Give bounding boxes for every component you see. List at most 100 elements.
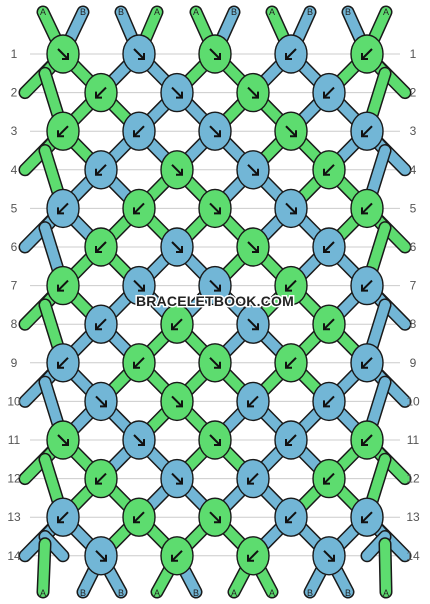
bottom-strand-label: B xyxy=(345,588,351,598)
row-label-right: 7 xyxy=(410,279,417,293)
knot xyxy=(122,497,156,537)
knot xyxy=(236,304,270,344)
knot-arrow-sw-icon xyxy=(285,511,297,523)
knot xyxy=(198,34,232,74)
knot-arrowhead-icon xyxy=(138,284,145,292)
knot xyxy=(236,150,270,190)
knot-arrow-se-icon xyxy=(133,48,145,60)
knot xyxy=(122,34,156,74)
knot xyxy=(198,188,232,229)
row-label-left: 12 xyxy=(7,472,21,486)
row-label-right: 3 xyxy=(410,124,417,138)
knot-arrow-sw-icon xyxy=(285,434,297,446)
knot xyxy=(274,188,308,229)
knot-arrowhead-icon xyxy=(361,207,368,215)
knot-arrowhead-icon xyxy=(361,516,368,524)
knot-arrowhead-icon xyxy=(57,516,64,524)
knot-arrow-sw-icon xyxy=(323,395,335,408)
knot-arrowhead-icon xyxy=(252,323,259,331)
row-label-right: 1 xyxy=(410,47,417,61)
knot-arrowhead-icon xyxy=(285,361,292,369)
knot xyxy=(236,381,270,422)
knot-arrowhead-icon xyxy=(176,246,183,253)
knot xyxy=(122,188,156,229)
knot-arrow-sw-icon xyxy=(171,550,183,562)
knot-arrow-se-icon xyxy=(95,550,107,562)
knot xyxy=(46,188,80,229)
knot xyxy=(160,536,194,576)
knot xyxy=(84,458,118,499)
knot xyxy=(122,111,156,151)
knot-arrow-sw-icon xyxy=(57,511,69,523)
knot-arrow-se-icon xyxy=(57,434,69,446)
knot-arrowhead-icon xyxy=(95,477,102,485)
bottom-strand-label: A xyxy=(40,588,46,598)
knot-arrow-se-icon xyxy=(247,241,259,253)
row-label-right: 4 xyxy=(410,163,417,177)
knot-arrow-sw-icon xyxy=(57,279,69,292)
knot-arrow-sw-icon xyxy=(323,472,335,485)
knot-arrowhead-icon xyxy=(285,284,292,292)
knot-arrowhead-icon xyxy=(252,168,259,176)
knot-arrowhead-icon xyxy=(138,439,145,446)
knot-arrowhead-icon xyxy=(62,439,69,446)
knot-arrowhead-icon xyxy=(290,130,297,138)
knot-arrow-sw-icon xyxy=(247,472,259,485)
knot-arrow-sw-icon xyxy=(171,318,183,330)
knot xyxy=(122,420,156,460)
knot-arrow-sw-icon xyxy=(285,48,297,60)
row-label-left: 10 xyxy=(7,394,21,408)
knot-arrow-se-icon xyxy=(133,434,145,446)
knot-arrowhead-icon xyxy=(57,130,64,138)
knot xyxy=(350,343,384,383)
bottom-strand-label: B xyxy=(307,588,313,598)
knot-arrow-se-icon xyxy=(95,395,107,408)
knot-arrowhead-icon xyxy=(361,284,368,292)
knot-arrowhead-icon xyxy=(133,361,140,369)
knot-arrow-sw-icon xyxy=(133,125,145,137)
knot-arrow-se-icon xyxy=(209,202,221,215)
knot xyxy=(198,111,232,151)
row-label-right: 2 xyxy=(410,86,417,100)
knot-arrowhead-icon xyxy=(176,477,183,485)
knot-arrow-sw-icon xyxy=(361,48,373,60)
knot-arrow-sw-icon xyxy=(95,472,107,485)
knot-arrow-se-icon xyxy=(209,279,221,292)
knot-arrow-sw-icon xyxy=(361,125,373,137)
knot-arrow-sw-icon xyxy=(95,241,107,253)
knot-arrowhead-icon xyxy=(323,400,330,408)
knot xyxy=(312,150,346,190)
knot-arrow-se-icon xyxy=(171,86,183,99)
bottom-strand-label: B xyxy=(80,588,86,598)
knot-arrow-se-icon xyxy=(209,511,221,523)
bottom-strand-label: A xyxy=(269,588,275,598)
knot-arrowhead-icon xyxy=(252,91,259,99)
knot xyxy=(84,381,118,422)
knot-arrowhead-icon xyxy=(214,439,221,446)
knot xyxy=(350,34,384,74)
bottom-strand-label: B xyxy=(193,588,199,598)
knot-arrow-sw-icon xyxy=(95,86,107,99)
knot-arrow-se-icon xyxy=(247,164,259,176)
knot-arrowhead-icon xyxy=(361,439,368,446)
knot xyxy=(236,536,270,576)
knot-arrowhead-icon xyxy=(171,554,178,562)
row-label-left: 13 xyxy=(7,510,21,524)
row-label-right: 13 xyxy=(406,510,420,524)
knot xyxy=(350,188,384,229)
row-label-left: 1 xyxy=(11,47,18,61)
row-label-right: 9 xyxy=(410,356,417,370)
knot-arrow-se-icon xyxy=(171,241,183,253)
knot-arrow-sw-icon xyxy=(361,511,373,523)
knot-arrowhead-icon xyxy=(57,284,64,292)
top-strand-label: B xyxy=(231,7,237,17)
knot-arrow-se-icon xyxy=(247,318,259,330)
knot-arrowhead-icon xyxy=(214,284,221,292)
row-label-left: 11 xyxy=(8,433,21,447)
knot xyxy=(274,420,308,460)
row-label-right: 10 xyxy=(406,394,420,408)
knot xyxy=(160,381,194,422)
knot xyxy=(122,343,156,383)
top-strand-label: B xyxy=(80,7,86,17)
